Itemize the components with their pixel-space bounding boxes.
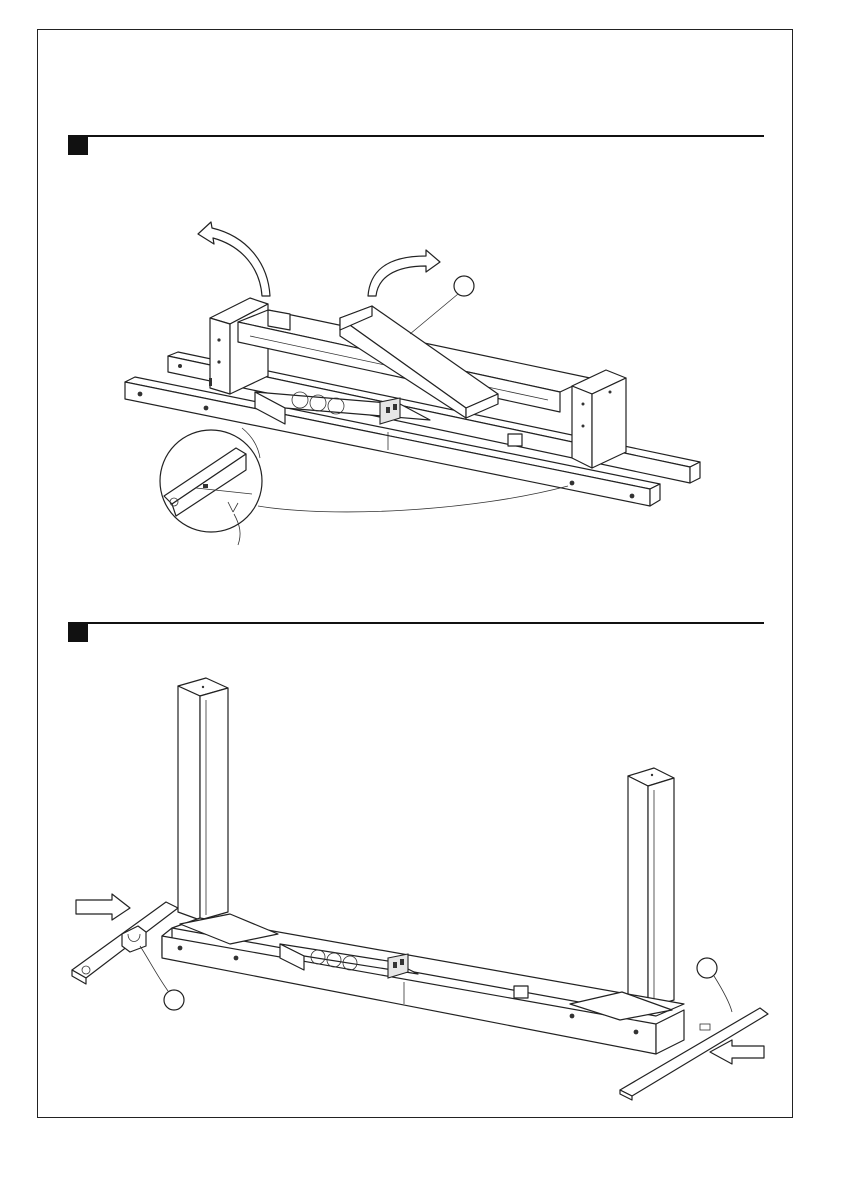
left-column (178, 678, 228, 920)
rotate-arrow-right (368, 250, 440, 296)
insert-arrow-left (76, 894, 130, 920)
callout-circle-icon (410, 276, 474, 334)
right-column (628, 768, 674, 1008)
step-1-illustration (125, 222, 700, 545)
rotate-arrow-left (198, 222, 270, 296)
step-2-illustration (72, 678, 768, 1100)
right-bracket (572, 370, 626, 468)
frame-base (162, 914, 684, 1054)
callout-circle-right (697, 958, 732, 1012)
